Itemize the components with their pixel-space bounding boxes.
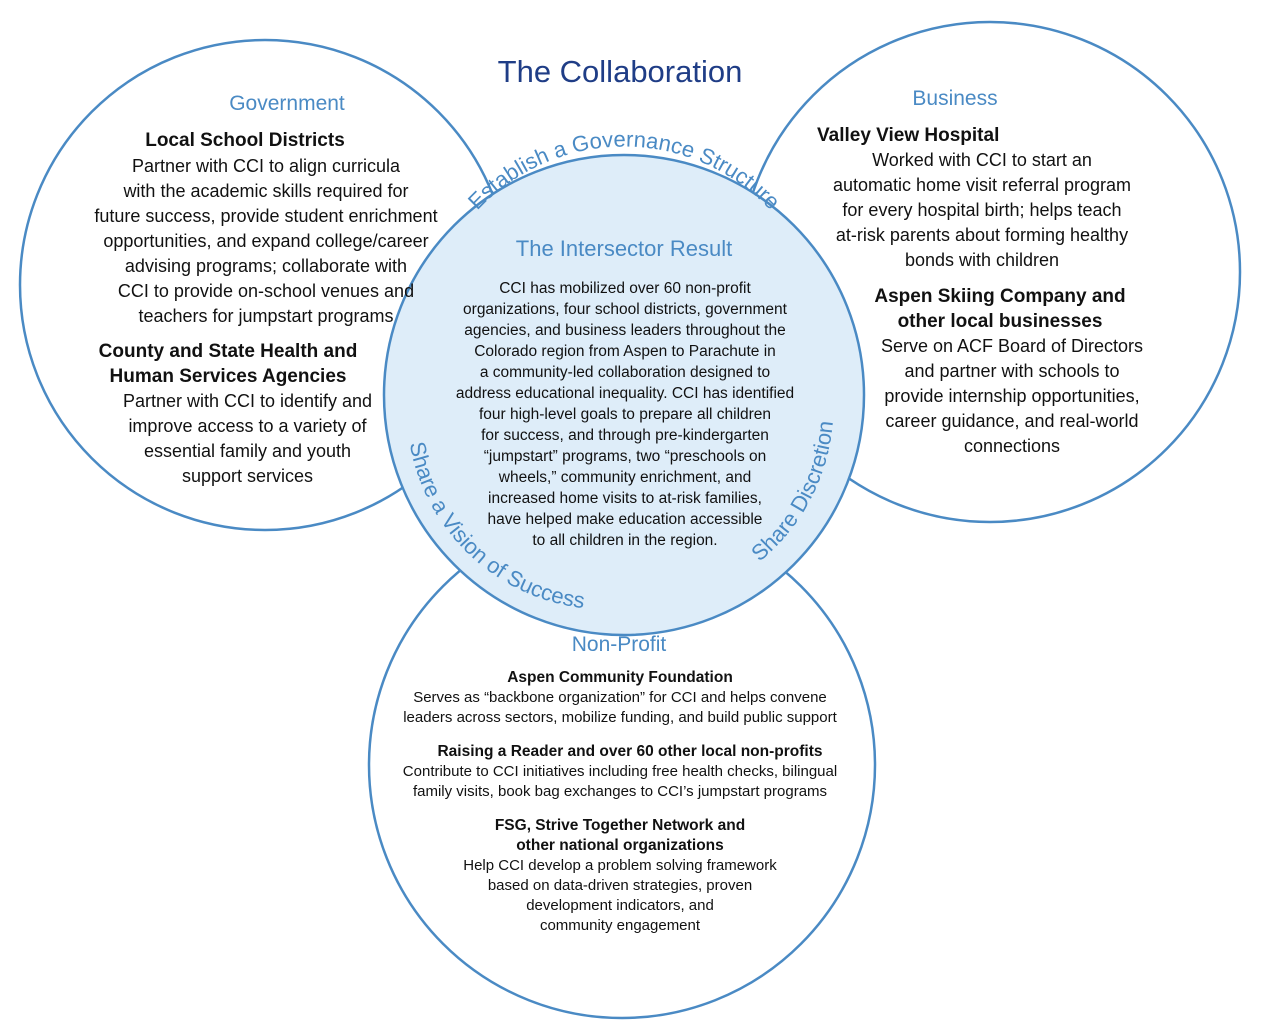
nonprofit-entry-1-heading: Aspen Community Foundation: [507, 669, 733, 686]
nonprofit-entry-3-text: Help CCI develop a problem solving frame…: [463, 857, 777, 934]
business-title: Business: [912, 87, 998, 110]
business-entry-1-heading: Valley View Hospital: [817, 125, 1000, 146]
nonprofit-entry-3-heading: FSG, Strive Together Network and other n…: [494, 817, 746, 854]
center-body: CCI has mobilized over 60 non-profit org…: [455, 280, 795, 549]
business-entry-2-heading: Aspen Skiing Company and other local bus…: [874, 286, 1126, 332]
government-entry-2-heading: County and State Health and Human Servic…: [98, 341, 358, 387]
nonprofit-title: Non-Profit: [571, 633, 667, 656]
business-entry-1-text: Worked with CCI to start an automatic ho…: [832, 150, 1132, 270]
center-circle: [382, 153, 866, 637]
nonprofit-entry-2-heading: Raising a Reader and over 60 other local…: [437, 743, 823, 760]
government-entry-1-text: Partner with CCI to align curricula with…: [94, 156, 438, 326]
nonprofit-entry-2-text: Contribute to CCI initiatives including …: [402, 763, 838, 800]
diagram-title: The Collaboration: [497, 54, 743, 89]
government-entry-1-heading: Local School Districts: [145, 130, 345, 151]
government-title: Government: [229, 92, 345, 115]
nonprofit-entry-1-text: Serves as “backbone organization” for CC…: [403, 689, 837, 726]
center-title: The Intersector Result: [515, 236, 733, 261]
business-entry-2-text: Serve on ACF Board of Directors and part…: [880, 336, 1144, 456]
government-entry-2-text: Partner with CCI to identify and improve…: [122, 391, 373, 486]
